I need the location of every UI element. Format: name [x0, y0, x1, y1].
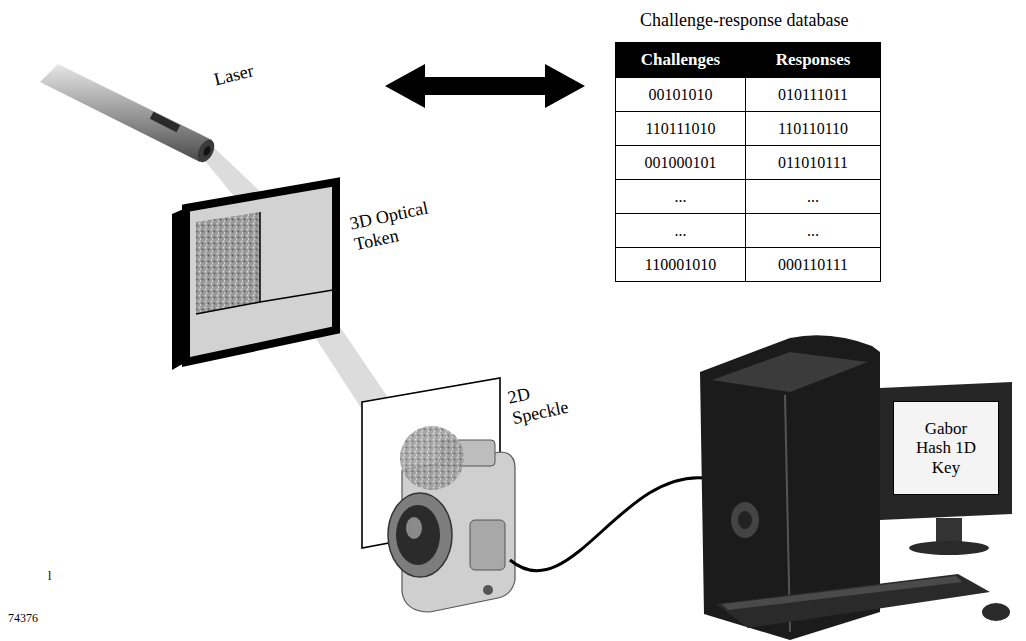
- keyboard: [722, 576, 962, 610]
- stray-number: 74376: [8, 612, 38, 626]
- computer-tower: [712, 352, 868, 392]
- keyboard: [716, 574, 990, 628]
- mouse: [982, 603, 1010, 621]
- double-arrow: [385, 64, 585, 108]
- table-cell: 000110111: [745, 247, 881, 282]
- table-header: Challenges: [615, 42, 746, 78]
- laser: [40, 64, 212, 162]
- table-cell: ...: [745, 179, 881, 214]
- stray-mark: l: [48, 570, 51, 584]
- table-cell: ...: [745, 213, 881, 248]
- camera: [470, 520, 505, 570]
- speckle-screen: 2D Speckle: [360, 378, 502, 550]
- table-title: Challenge-response database: [640, 10, 848, 31]
- cable: [510, 478, 705, 571]
- cable: [510, 478, 705, 571]
- computer-tower: [731, 502, 759, 538]
- table-cell: 110111010: [615, 111, 746, 146]
- table-header: Responses: [745, 42, 881, 78]
- monitor: [880, 382, 1012, 520]
- laser-label: Laser: [212, 60, 256, 90]
- table-cell: ...: [615, 213, 746, 248]
- laser: [202, 145, 212, 157]
- monitor: [909, 541, 989, 555]
- optical-token: [186, 182, 336, 362]
- laser: [150, 112, 180, 133]
- monitor-screen: Gabor Hash 1D Key: [893, 401, 999, 495]
- mouse: [982, 603, 1010, 621]
- table-cell: 110001010: [615, 247, 746, 282]
- optical-token: [172, 182, 336, 370]
- monitor-text: Gabor Hash 1D Key: [915, 419, 977, 478]
- table-cell: 011010111: [745, 145, 881, 180]
- camera: [396, 505, 440, 565]
- optical-token: [260, 290, 333, 302]
- laser: [194, 137, 217, 165]
- table-cell: 001000101: [615, 145, 746, 180]
- optical-token: [196, 302, 260, 314]
- table-cell: 010111011: [745, 77, 881, 112]
- optical-token: 3D Optical Token: [172, 180, 336, 372]
- laser: [40, 64, 218, 165]
- optical-token: [196, 212, 260, 314]
- keyboard: [716, 574, 990, 628]
- camera: [483, 585, 493, 595]
- camera: [388, 493, 452, 577]
- monitor: [936, 518, 962, 544]
- table-cell: 00101010: [615, 77, 746, 112]
- table-cell: ...: [615, 179, 746, 214]
- double-arrow: [385, 64, 585, 108]
- camera: [388, 426, 515, 612]
- camera: [406, 517, 422, 539]
- monitor: [880, 382, 1012, 555]
- token-label: 3D Optical Token: [348, 193, 454, 254]
- computer-tower: [738, 511, 752, 529]
- camera: [400, 426, 464, 490]
- table-cell: 110110110: [745, 111, 881, 146]
- screen-label: 2D Speckle: [506, 371, 593, 428]
- optical-token: [259, 212, 261, 302]
